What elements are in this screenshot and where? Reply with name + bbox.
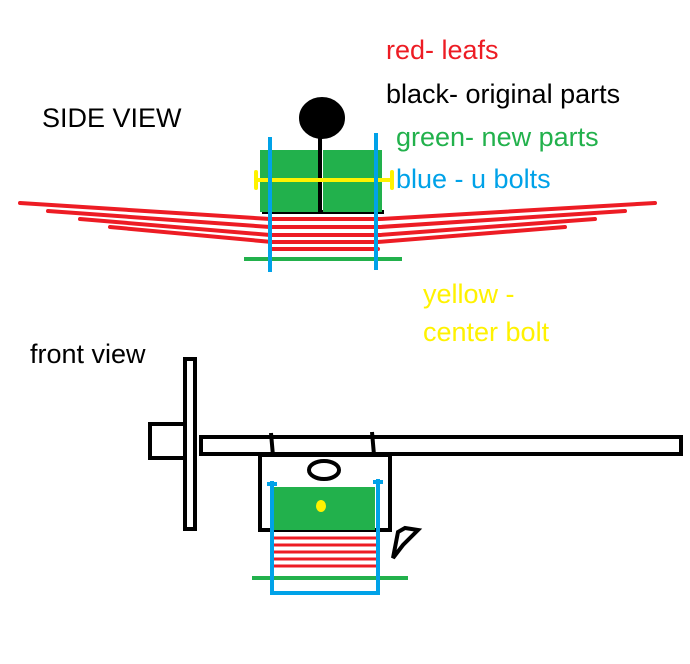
legend-yellow-line1: yellow -: [423, 279, 515, 309]
frame-rail: [199, 435, 683, 456]
side-view-u-bolts: [268, 133, 378, 272]
front-view-center-bolt: [316, 500, 326, 512]
side-view-title: SIDE VIEW: [42, 103, 182, 133]
front-view-leaf-springs: [274, 536, 377, 568]
frame-mark-right: [370, 431, 376, 456]
legend-yellow-line2: center bolt: [423, 317, 550, 347]
side-view-center-bolt: [254, 170, 394, 190]
legend-green: green- new parts: [396, 122, 599, 152]
legend-blue: blue - u bolts: [396, 164, 551, 194]
side-view-leaf-springs: [18, 201, 657, 251]
front-view-title: front view: [30, 339, 146, 369]
legend-red: red- leafs: [386, 35, 499, 65]
legend-black: black- original parts: [386, 79, 621, 109]
shock-mount-ball: [299, 97, 345, 139]
shock-absorber-bracket: [391, 525, 423, 560]
wheel-hub: [148, 422, 187, 460]
front-view-original-parts: [148, 357, 683, 560]
front-view-new-parts: [252, 487, 408, 580]
front-view-u-bolt: [267, 479, 383, 595]
shock-mount-eye: [307, 459, 341, 481]
frame-mark-left: [269, 432, 275, 457]
